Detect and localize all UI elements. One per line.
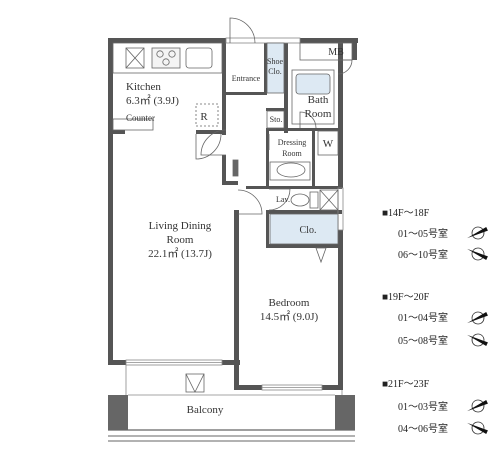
bedroom-name: Bedroom: [269, 297, 310, 309]
balcony: [108, 365, 355, 442]
legend-units-1a: 01～05号室: [398, 227, 448, 240]
entrance-label: Entrance: [232, 74, 261, 83]
compass-icon: [467, 333, 488, 347]
legend-units-3a: 01～03号室: [398, 400, 448, 413]
lav-label: Lav.: [276, 195, 290, 204]
closet-label: Clo.: [300, 225, 317, 236]
bath-name-1: Bath: [308, 94, 329, 106]
kitchen-fixtures: [112, 42, 223, 131]
washer-label: W: [323, 138, 334, 150]
legend-units-3b: 04～06号室: [398, 422, 448, 435]
legend-units-2b: 05～08号室: [398, 334, 448, 347]
compass-icon: [467, 421, 488, 435]
compass-icon: [467, 247, 488, 261]
room-labels: Kitchen 6.3㎡ (3.9J) Counter R Living Din…: [126, 47, 344, 416]
shoe-label-2: Clo.: [268, 67, 282, 76]
mb-label: MB: [328, 47, 344, 58]
living-name-1: Living Dining: [149, 220, 212, 232]
living-size: 22.1㎡ (13.7J): [148, 247, 212, 260]
fridge-label: R: [200, 111, 208, 123]
compass-icon: [467, 226, 488, 240]
compass-icon: [467, 399, 488, 413]
legend-floors-1: ■14F～18F: [382, 208, 430, 219]
orientation-legend: ■14F～18F 01～05号室 06～10号室 ■19F～20F 01～04号…: [382, 208, 488, 435]
legend-units-1b: 06～10号室: [398, 248, 448, 261]
legend-floors-3: ■21F～23F: [382, 379, 430, 390]
legend-units-2a: 01～04号室: [398, 311, 448, 324]
doors: [195, 17, 353, 264]
dressing-name-1: Dressing: [278, 138, 306, 147]
shoe-label-1: Shoe: [267, 57, 283, 66]
walls: [108, 38, 358, 390]
kitchen-name: Kitchen: [126, 81, 161, 93]
bath-fixtures: [232, 42, 353, 245]
dressing-name-2: Room: [282, 149, 302, 158]
kitchen-size: 6.3㎡ (3.9J): [126, 94, 179, 107]
storage-label: Sto.: [270, 115, 283, 124]
compass-icon: [467, 311, 488, 325]
balcony-label: Balcony: [187, 404, 224, 416]
legend-floors-2: ■19F～20F: [382, 292, 430, 303]
bath-name-2: Room: [305, 108, 332, 120]
bedroom-size: 14.5㎡ (9.0J): [260, 310, 319, 323]
living-name-2: Room: [167, 234, 194, 246]
counter-label: Counter: [126, 113, 155, 123]
